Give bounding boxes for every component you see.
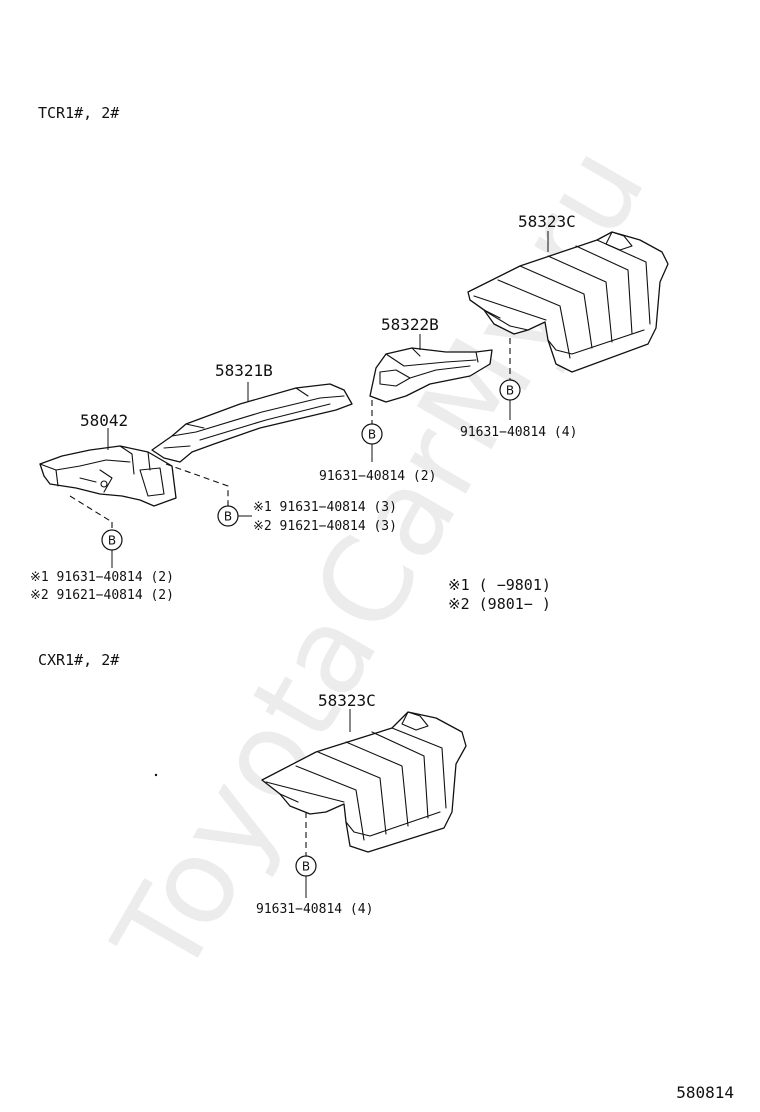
bolt-symbol-58042[interactable]: B <box>101 529 123 551</box>
part-label-58323c-top[interactable]: 58323C <box>518 212 576 231</box>
callout-58323c-top[interactable]: 91631−40814 (4) <box>460 425 578 440</box>
callout-58042-1[interactable]: ※1 91631−40814 (2) <box>30 570 174 585</box>
note-1: ※1 ( −9801) <box>448 576 551 594</box>
callout-58321b-2[interactable]: ※2 91621−40814 (3) <box>253 519 397 534</box>
section-title-top: TCR1#, 2# <box>38 104 120 122</box>
section-title-bottom: CXR1#, 2# <box>38 651 120 669</box>
note-2: ※2 (9801− ) <box>448 595 551 613</box>
svg-text:B: B <box>224 510 232 524</box>
svg-text:B: B <box>108 534 116 548</box>
svg-text:B: B <box>368 428 376 442</box>
bolt-symbol-58323c-top[interactable]: B <box>499 379 521 401</box>
part-label-58042[interactable]: 58042 <box>80 411 129 430</box>
svg-text:B: B <box>302 860 310 874</box>
part-label-58323c-bottom[interactable]: 58323C <box>318 691 376 710</box>
bolt-symbol-58323c-bottom[interactable]: B <box>295 855 317 877</box>
part-58042-shape[interactable] <box>39 445 177 507</box>
part-58322b-shape[interactable] <box>369 347 493 403</box>
leader-lines <box>69 231 549 898</box>
part-58323c-top-shape[interactable] <box>467 231 669 373</box>
part-58323c-bottom-shape[interactable] <box>261 711 467 853</box>
callout-58323c-bottom[interactable]: 91631−40814 (4) <box>256 902 374 917</box>
stray-dot <box>154 773 158 777</box>
svg-text:B: B <box>506 384 514 398</box>
bolt-symbol-58321b[interactable]: B <box>217 505 239 527</box>
callout-58321b-1[interactable]: ※1 91631−40814 (3) <box>253 500 397 515</box>
part-label-58321b[interactable]: 58321B <box>215 361 273 380</box>
callout-58042-2[interactable]: ※2 91621−40814 (2) <box>30 588 174 603</box>
diagram-code: 580814 <box>676 1083 734 1102</box>
part-58321b-shape[interactable] <box>151 383 353 463</box>
bolt-symbol-58322b[interactable]: B <box>361 423 383 445</box>
callout-58322b[interactable]: 91631−40814 (2) <box>319 469 437 484</box>
part-label-58322b[interactable]: 58322B <box>381 315 439 334</box>
